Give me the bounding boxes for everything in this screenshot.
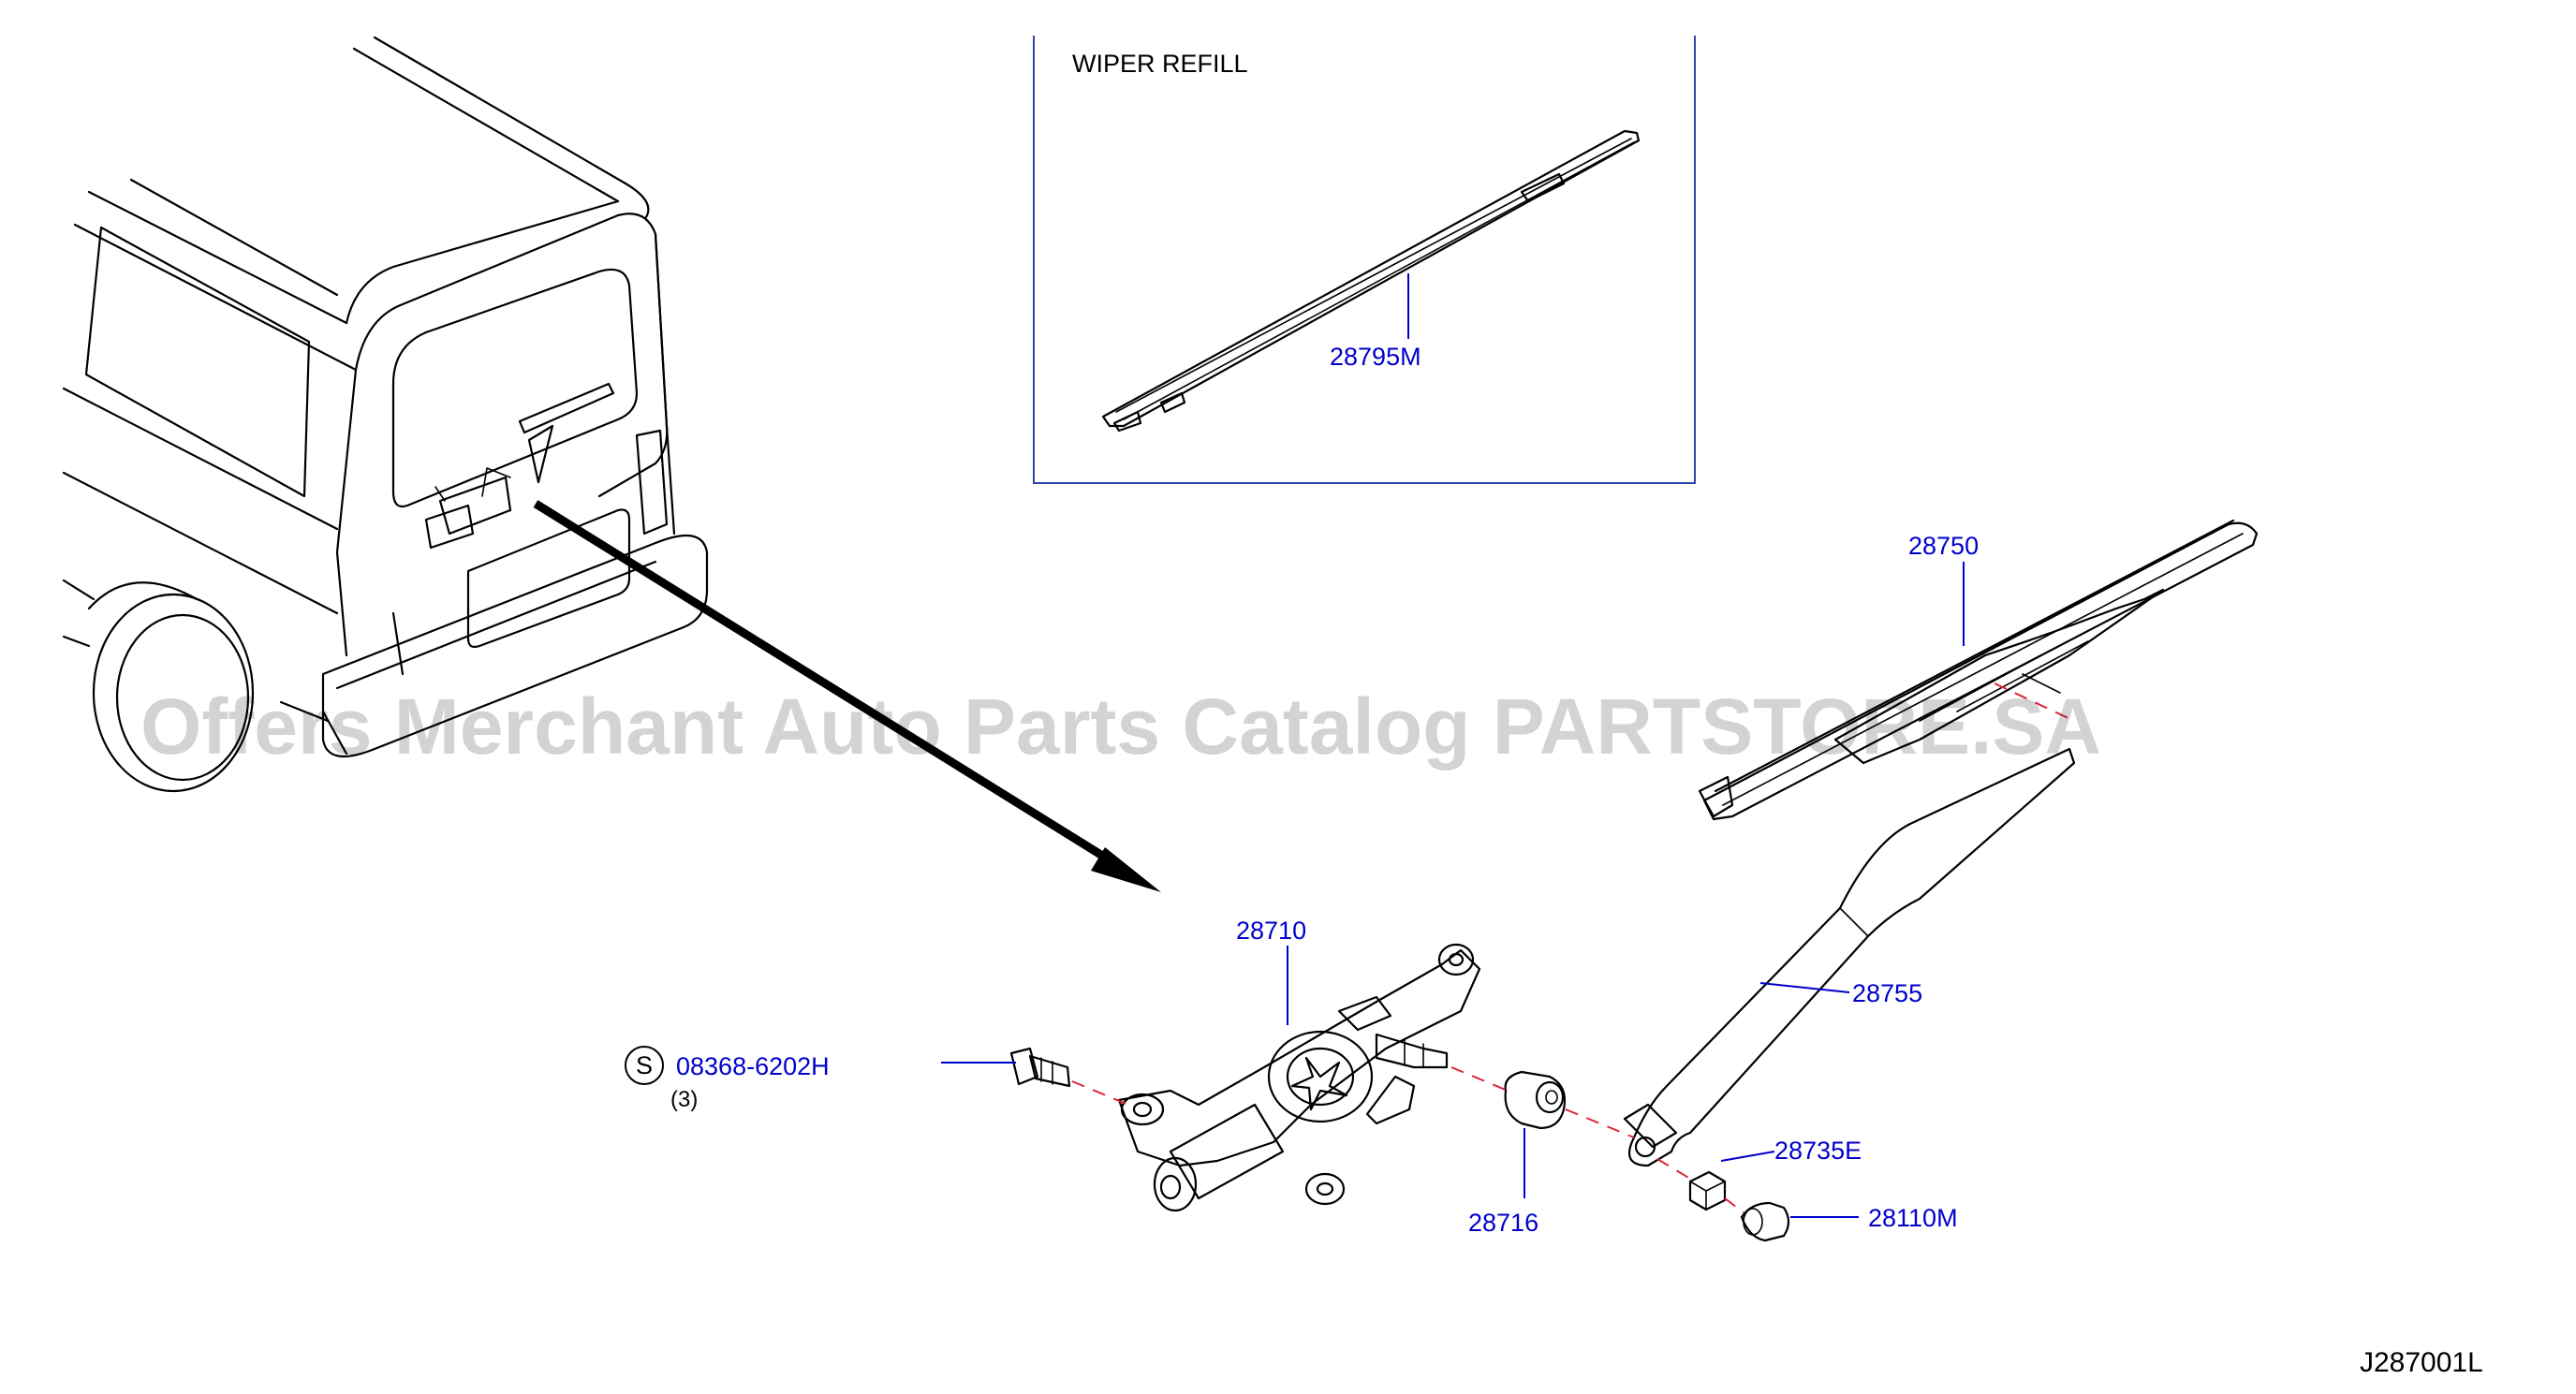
assembly-axis: [1071, 682, 2075, 1213]
nut-illustration: [1688, 1170, 1727, 1211]
part-label-cap[interactable]: 28110M: [1868, 1204, 1958, 1232]
grommet-illustration: [1504, 1070, 1567, 1130]
pointer-arrow: [533, 500, 1161, 892]
bolt-quantity: (3): [670, 1087, 698, 1112]
wiper-motor-illustration: [1117, 943, 1481, 1212]
bolt-symbol: S: [636, 1051, 653, 1079]
wiper-arm-illustration: [1623, 747, 2076, 1167]
wiper-refill-illustration: [1101, 129, 1641, 433]
part-label-grommet[interactable]: 28716: [1468, 1209, 1538, 1237]
part-label-nut[interactable]: 28735E: [1774, 1137, 1862, 1165]
bolt-illustration: [1009, 1047, 1071, 1088]
cap-illustration: [1740, 1201, 1790, 1242]
vehicle-illustration: [62, 36, 709, 793]
diagram-code: J287001L: [2360, 1347, 2483, 1378]
watermark: Offers Merchant Auto Parts Catalog PARTS…: [140, 682, 2101, 770]
part-label-bolt[interactable]: 08368-6202H: [676, 1052, 830, 1080]
part-label-motor[interactable]: 28710: [1236, 917, 1306, 945]
wiper-refill-inset: WIPER REFILL 28795M: [1033, 36, 1696, 484]
bolt-symbol-badge: S: [625, 1046, 664, 1085]
part-label-refill[interactable]: 28795M: [1330, 343, 1421, 371]
inset-title: WIPER REFILL: [1072, 50, 1248, 78]
part-label-blade[interactable]: 28750: [1908, 532, 1979, 560]
wiper-blade-illustration: [1698, 519, 2259, 821]
part-label-arm[interactable]: 28755: [1852, 979, 1922, 1007]
